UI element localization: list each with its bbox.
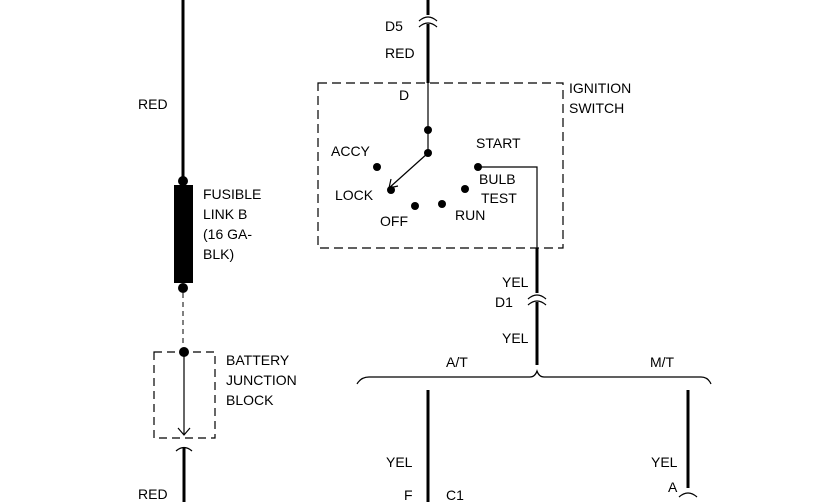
battery-junction-arrow xyxy=(177,427,191,436)
fusible-link-body xyxy=(174,185,193,283)
battery-junction-label-1: BATTERY xyxy=(226,352,290,368)
mt-connector-symbol xyxy=(678,492,698,498)
bulb-test-contact xyxy=(461,185,469,193)
accy-contact xyxy=(373,163,381,171)
at-branch-label: A/T xyxy=(446,354,468,370)
yel-wire-lower-label: YEL xyxy=(502,330,529,346)
off-label: OFF xyxy=(380,213,408,229)
fusible-link-top-dot xyxy=(178,176,188,186)
fusible-link-label-4: BLK) xyxy=(203,246,234,262)
mt-branch-label: M/T xyxy=(650,354,675,370)
battery-junction-label-3: BLOCK xyxy=(226,392,274,408)
d1-connector-symbol xyxy=(527,294,547,306)
start-circuit-internal-wire xyxy=(478,166,538,248)
lock-label: LOCK xyxy=(335,187,374,203)
run-contact xyxy=(438,200,446,208)
lock-contact xyxy=(387,186,395,194)
fusible-link-bottom-dot xyxy=(178,283,188,293)
at-connector-label: C1 xyxy=(446,487,464,502)
red-wire-to-switch-label: RED xyxy=(385,45,415,61)
ignition-switch-outline xyxy=(317,82,564,249)
d1-connector-label: D1 xyxy=(495,294,513,310)
terminal-d-label: D xyxy=(399,87,409,103)
switch-arm xyxy=(388,152,429,189)
yel-wire-upper-label: YEL xyxy=(502,274,529,290)
fusible-link-label-1: FUSIBLE xyxy=(203,186,261,202)
red-wire-upper-label: RED xyxy=(138,96,168,112)
start-label: START xyxy=(476,135,521,151)
accy-label: ACCY xyxy=(331,143,371,159)
off-contact xyxy=(411,202,419,210)
red-wire-lower-label: RED xyxy=(138,486,168,502)
switch-feed-dot xyxy=(424,126,432,134)
mt-yel-wire-label: YEL xyxy=(651,454,678,470)
at-yel-wire-label: YEL xyxy=(386,454,413,470)
mt-pin-label: A xyxy=(668,479,678,495)
run-label: RUN xyxy=(455,207,485,223)
fusible-link-label-2: LINK B xyxy=(203,206,247,222)
bulb-test-label-2: TEST xyxy=(481,190,517,206)
fusible-link-label-3: (16 GA- xyxy=(203,226,252,242)
battery-junction-label-2: JUNCTION xyxy=(226,372,297,388)
d5-connector-label: D5 xyxy=(385,18,403,34)
ignition-switch-title-2: SWITCH xyxy=(569,100,624,116)
d5-connector-symbol xyxy=(418,16,438,28)
ignition-switch-title-1: IGNITION xyxy=(569,80,631,96)
bulb-test-label-1: BULB xyxy=(479,171,516,187)
transmission-branch-bracket xyxy=(356,369,712,385)
at-pin-label: F xyxy=(404,487,413,502)
